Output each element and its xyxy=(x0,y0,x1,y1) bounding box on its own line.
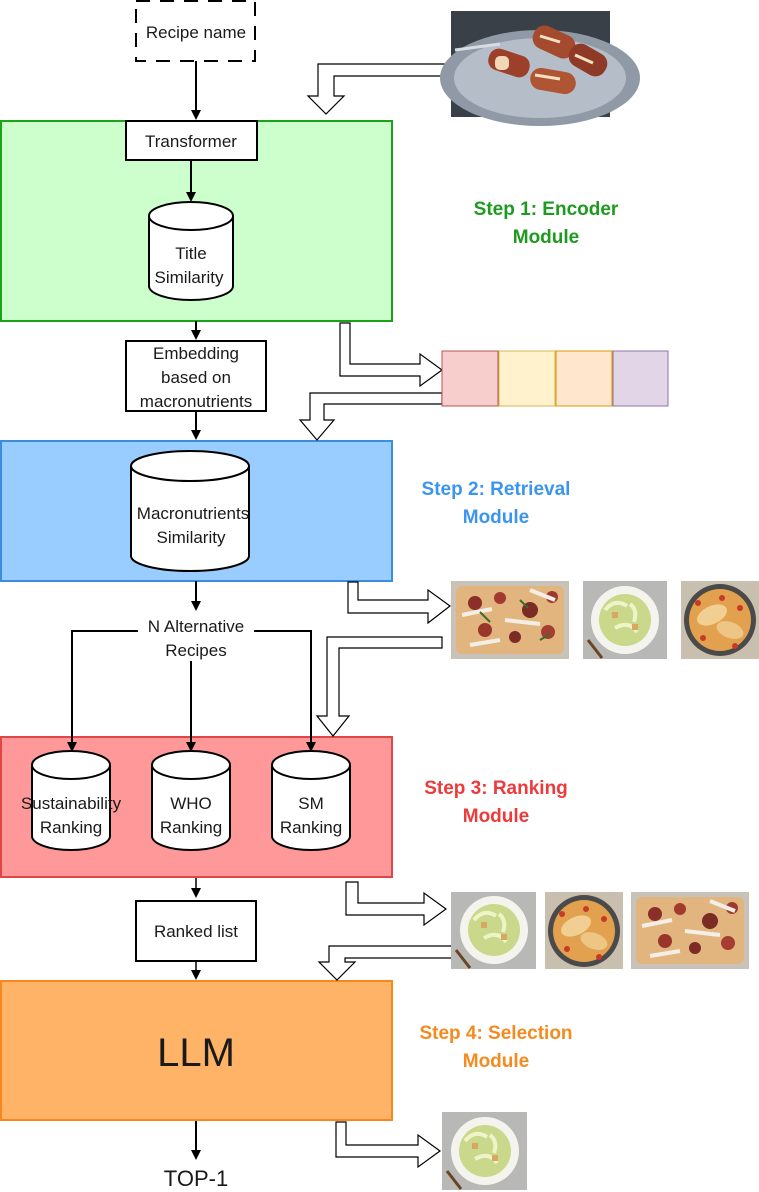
title-similarity-line1: Title xyxy=(175,244,207,263)
arrow-to-sustainability xyxy=(67,630,138,752)
retrieved-photo-caesar-salad xyxy=(583,581,667,659)
ranked-photo-flatbread xyxy=(631,892,749,969)
who-line2: Ranking xyxy=(160,818,222,837)
llm-label: LLM xyxy=(157,1031,235,1075)
flow-arrow-retrieval-to-images xyxy=(347,581,452,625)
recipe-name-box xyxy=(135,0,256,62)
output-photo-caesar-salad xyxy=(442,1112,527,1190)
selection-module-box xyxy=(0,980,393,1121)
n-alternative-line1: N Alternative xyxy=(148,617,244,636)
macronutrients-similarity-database: Macronutrients Similarity xyxy=(130,450,250,572)
retrieved-photo-flatbread xyxy=(451,581,569,659)
top1-label: TOP-1 xyxy=(164,1166,228,1191)
flow-arrow-vector-to-retrieval xyxy=(298,392,443,441)
step1-title-line1: Step 1: Encoder xyxy=(474,199,619,220)
vector-cell-2 xyxy=(498,350,556,407)
step4-title-line2: Module xyxy=(463,1051,530,1072)
sm-line1: SM xyxy=(298,794,324,813)
vector-cell-4 xyxy=(612,350,669,407)
vector-cell-3 xyxy=(555,350,613,407)
transformer-label: Transformer xyxy=(145,132,237,151)
vector-cell-1 xyxy=(441,350,499,407)
step1-title-line2: Module xyxy=(513,227,580,248)
title-similarity-database: Title Similarity xyxy=(148,201,234,301)
embedding-vector xyxy=(441,350,669,407)
who-ranking-database: WHO Ranking xyxy=(151,750,231,851)
sustainability-line1: Sustainability xyxy=(21,794,122,813)
input-recipe-photo xyxy=(440,11,640,126)
flow-arrow-selection-to-output xyxy=(335,1121,442,1169)
flow-arrow-image-to-encoder xyxy=(306,63,452,115)
arrow-to-sm xyxy=(254,630,316,752)
step2-title-line1: Step 2: Retrieval xyxy=(422,479,571,500)
embedding-box xyxy=(125,340,267,412)
title-similarity-line2: Similarity xyxy=(155,268,224,287)
step2-title-line2: Module xyxy=(463,507,530,528)
sustainability-line2: Ranking xyxy=(40,818,102,837)
step4-title-line1: Step 4: Selection xyxy=(419,1023,572,1044)
flow-arrow-images-to-ranking xyxy=(315,636,443,737)
macro-similarity-line2: Similarity xyxy=(157,528,226,547)
recipe-name-label: Recipe name xyxy=(146,23,246,42)
n-alternative-line2: Recipes xyxy=(165,641,226,660)
ranked-photo-chicken-tomato xyxy=(545,892,623,969)
sm-line2: Ranking xyxy=(280,818,342,837)
sustainability-ranking-database: Sustainability Ranking xyxy=(21,750,122,851)
flow-arrow-encoder-to-vector xyxy=(339,322,444,388)
ranked-photo-caesar-salad xyxy=(451,892,536,969)
embedding-line1: Embedding xyxy=(153,344,239,363)
flow-arrow-images-to-selection xyxy=(317,945,453,981)
ranked-list-label: Ranked list xyxy=(154,922,238,941)
step3-title-line1: Step 3: Ranking xyxy=(424,778,568,799)
embedding-line2: based on xyxy=(161,368,231,387)
step3-title-line2: Module xyxy=(463,806,530,827)
embedding-line3: macronutrients xyxy=(140,392,252,411)
sm-ranking-database: SM Ranking xyxy=(271,750,351,851)
who-line1: WHO xyxy=(170,794,212,813)
flow-arrow-ranking-to-images xyxy=(345,881,448,927)
retrieved-photo-chicken-tomato xyxy=(681,581,759,659)
macro-similarity-line1: Macronutrients xyxy=(137,504,249,523)
